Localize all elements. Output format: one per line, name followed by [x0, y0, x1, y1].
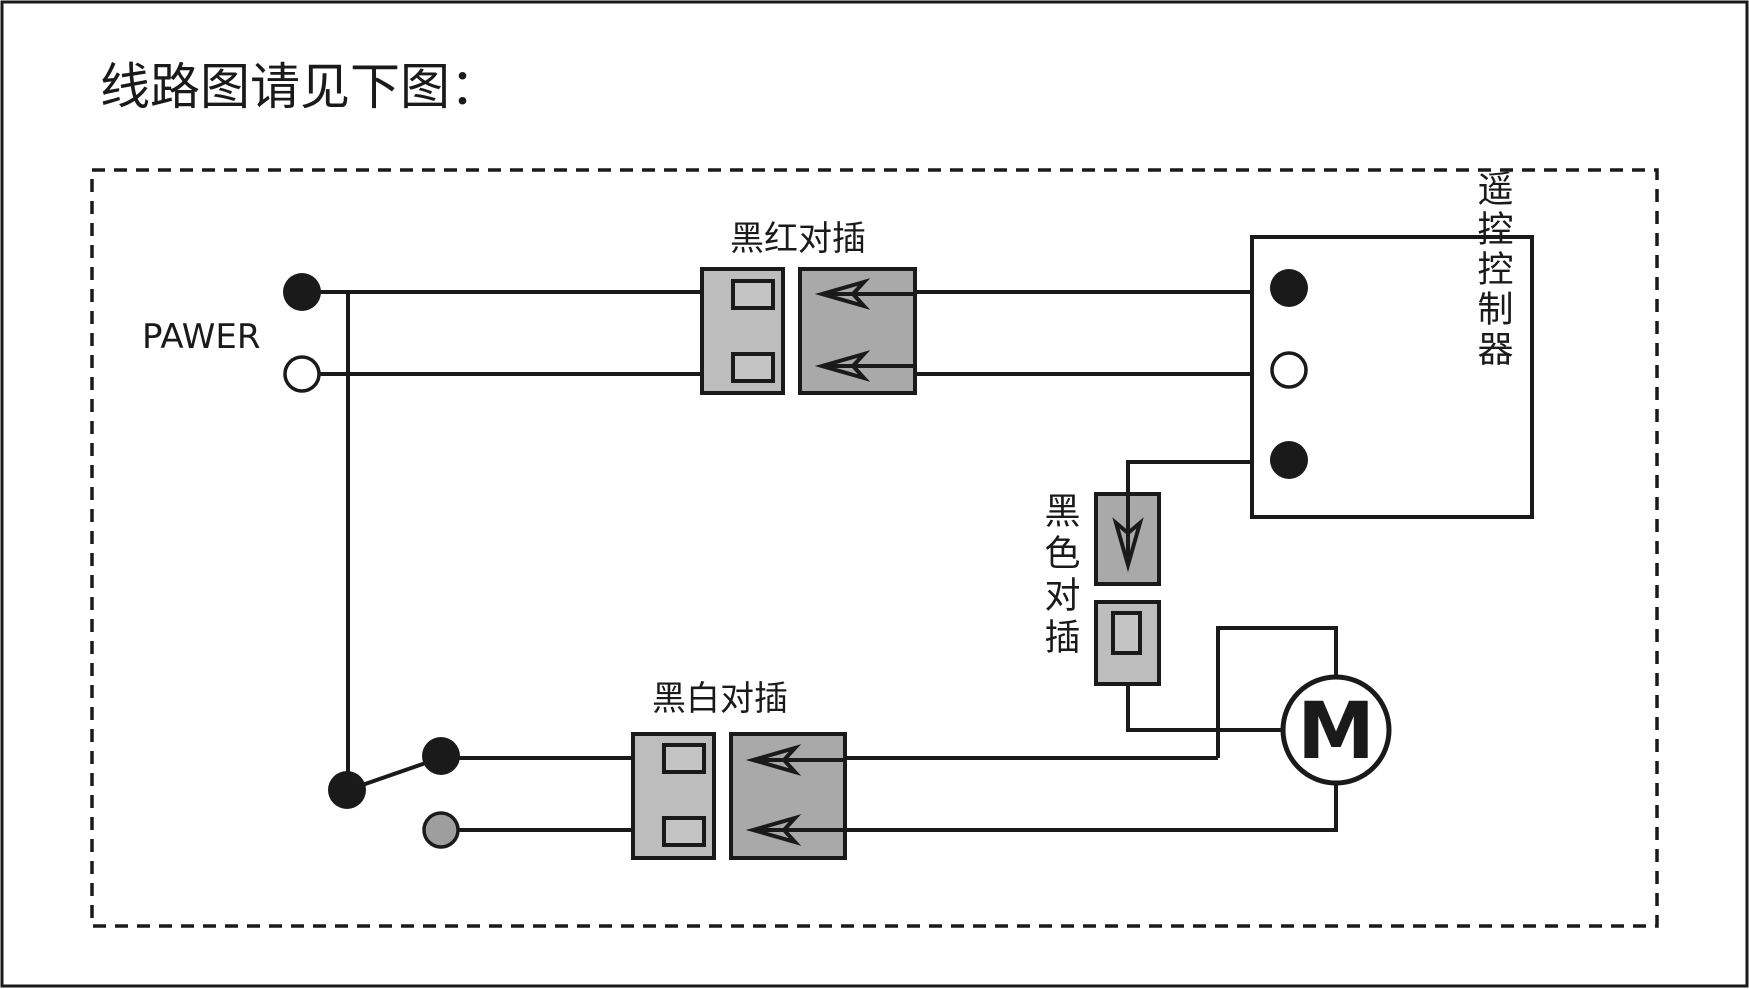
remote-controller: 遥控控制器	[1250, 170, 1534, 519]
power-label: PAWER	[142, 317, 260, 357]
wire-motor-2	[845, 783, 1338, 832]
black-red-slot-1	[731, 279, 775, 310]
arrow-icon	[814, 278, 871, 310]
black-plug-label: 黑色对插	[1039, 492, 1080, 660]
switch-contact-2	[422, 811, 460, 849]
wire-motor-top-loop	[1216, 626, 1338, 758]
black-red-slot-2	[731, 352, 775, 383]
switch-contact-1	[422, 737, 460, 775]
switch	[328, 737, 460, 849]
remote-controller-label: 遥控控制器	[1472, 170, 1513, 370]
black-white-plug-label: 黑白对插	[652, 679, 788, 719]
dashed-boundary	[90, 168, 1659, 928]
arrow-icon	[745, 744, 802, 776]
controller-terminal-1	[1270, 269, 1308, 307]
black-white-slot-2	[662, 816, 706, 847]
arrow-icon	[745, 814, 802, 846]
power-terminal-neutral	[283, 355, 321, 393]
motor-circle	[1280, 674, 1392, 786]
controller-terminal-3	[1270, 441, 1308, 479]
motor-label: M	[1297, 687, 1375, 777]
switch-pivot	[328, 771, 366, 809]
black-plug-slot	[1111, 611, 1142, 655]
black-white-slot-1	[662, 743, 706, 774]
black-white-plug: 黑白对插	[631, 679, 847, 860]
black-red-plug-label: 黑红对插	[730, 219, 866, 259]
controller-terminal-2	[1270, 351, 1308, 389]
wire-controller-3	[1126, 460, 1288, 494]
motor: M	[1280, 674, 1392, 786]
arrow-icon	[814, 350, 871, 382]
page-title: 线路图请见下图：	[100, 58, 500, 116]
black-plug: 黑色对插	[1039, 492, 1161, 686]
power-terminal-live	[283, 273, 321, 311]
wire-black-to-motor	[1126, 684, 1282, 732]
arrow-icon	[1112, 517, 1144, 573]
black-red-plug: 黑红对插	[700, 219, 917, 395]
power-source: PAWER	[142, 273, 321, 393]
